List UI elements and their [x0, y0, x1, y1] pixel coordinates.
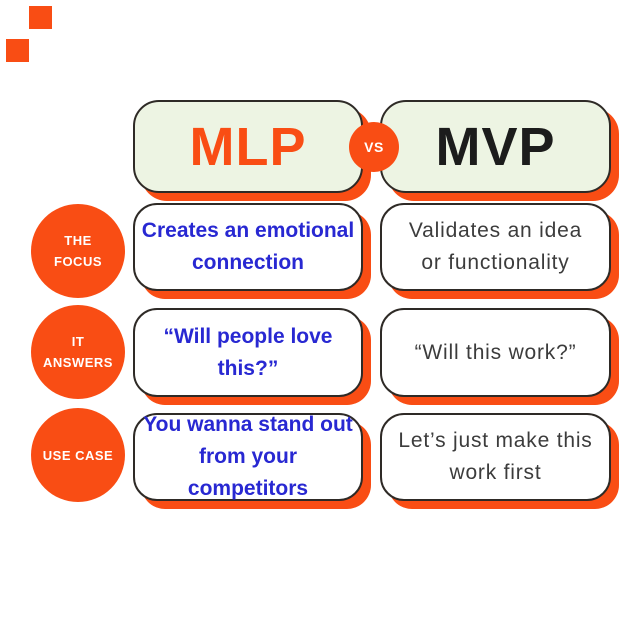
decor-square-top — [29, 6, 52, 29]
row-label-the-focus: THE FOCUS — [54, 233, 102, 269]
mvp-answers-text: “Will this work?” — [414, 340, 577, 364]
row-label-circle-use-case: USE CASE — [31, 408, 125, 502]
mvp-answers-card: “Will this work?” — [380, 308, 611, 397]
mlp-focus-text: Creates an emotional connection — [141, 219, 355, 274]
vs-label: VS — [364, 139, 384, 155]
row-label-use-case: USE CASE — [42, 447, 114, 463]
mvp-use-case-card: Let’s just make this work first — [380, 413, 611, 501]
mvp-header-card: MVP — [380, 100, 611, 193]
row-label-circle-it-answers: IT ANSWERS — [31, 305, 125, 399]
row-label-it-answers: IT ANSWERS — [43, 334, 113, 370]
mlp-focus-card: Creates an emotional connection — [133, 203, 363, 291]
mlp-answers-text: “Will people love this?” — [163, 324, 333, 380]
mvp-focus-text: Validates an idea or functionality — [408, 219, 583, 274]
mvp-title: MVP — [435, 116, 556, 177]
mlp-title: MLP — [189, 116, 307, 177]
row-label-circle-the-focus: THE FOCUS — [31, 204, 125, 298]
mlp-use-case-card: You wanna stand out from your competitor… — [133, 413, 363, 501]
vs-badge: VS — [349, 122, 399, 172]
mlp-use-case-text: You wanna stand out from your competitor… — [143, 413, 353, 500]
decor-square-left — [6, 39, 29, 62]
mvp-use-case-text: Let’s just make this work first — [398, 429, 593, 484]
mlp-answers-card: “Will people love this?” — [133, 308, 363, 397]
mvp-focus-card: Validates an idea or functionality — [380, 203, 611, 291]
mlp-header-card: MLP — [133, 100, 363, 193]
